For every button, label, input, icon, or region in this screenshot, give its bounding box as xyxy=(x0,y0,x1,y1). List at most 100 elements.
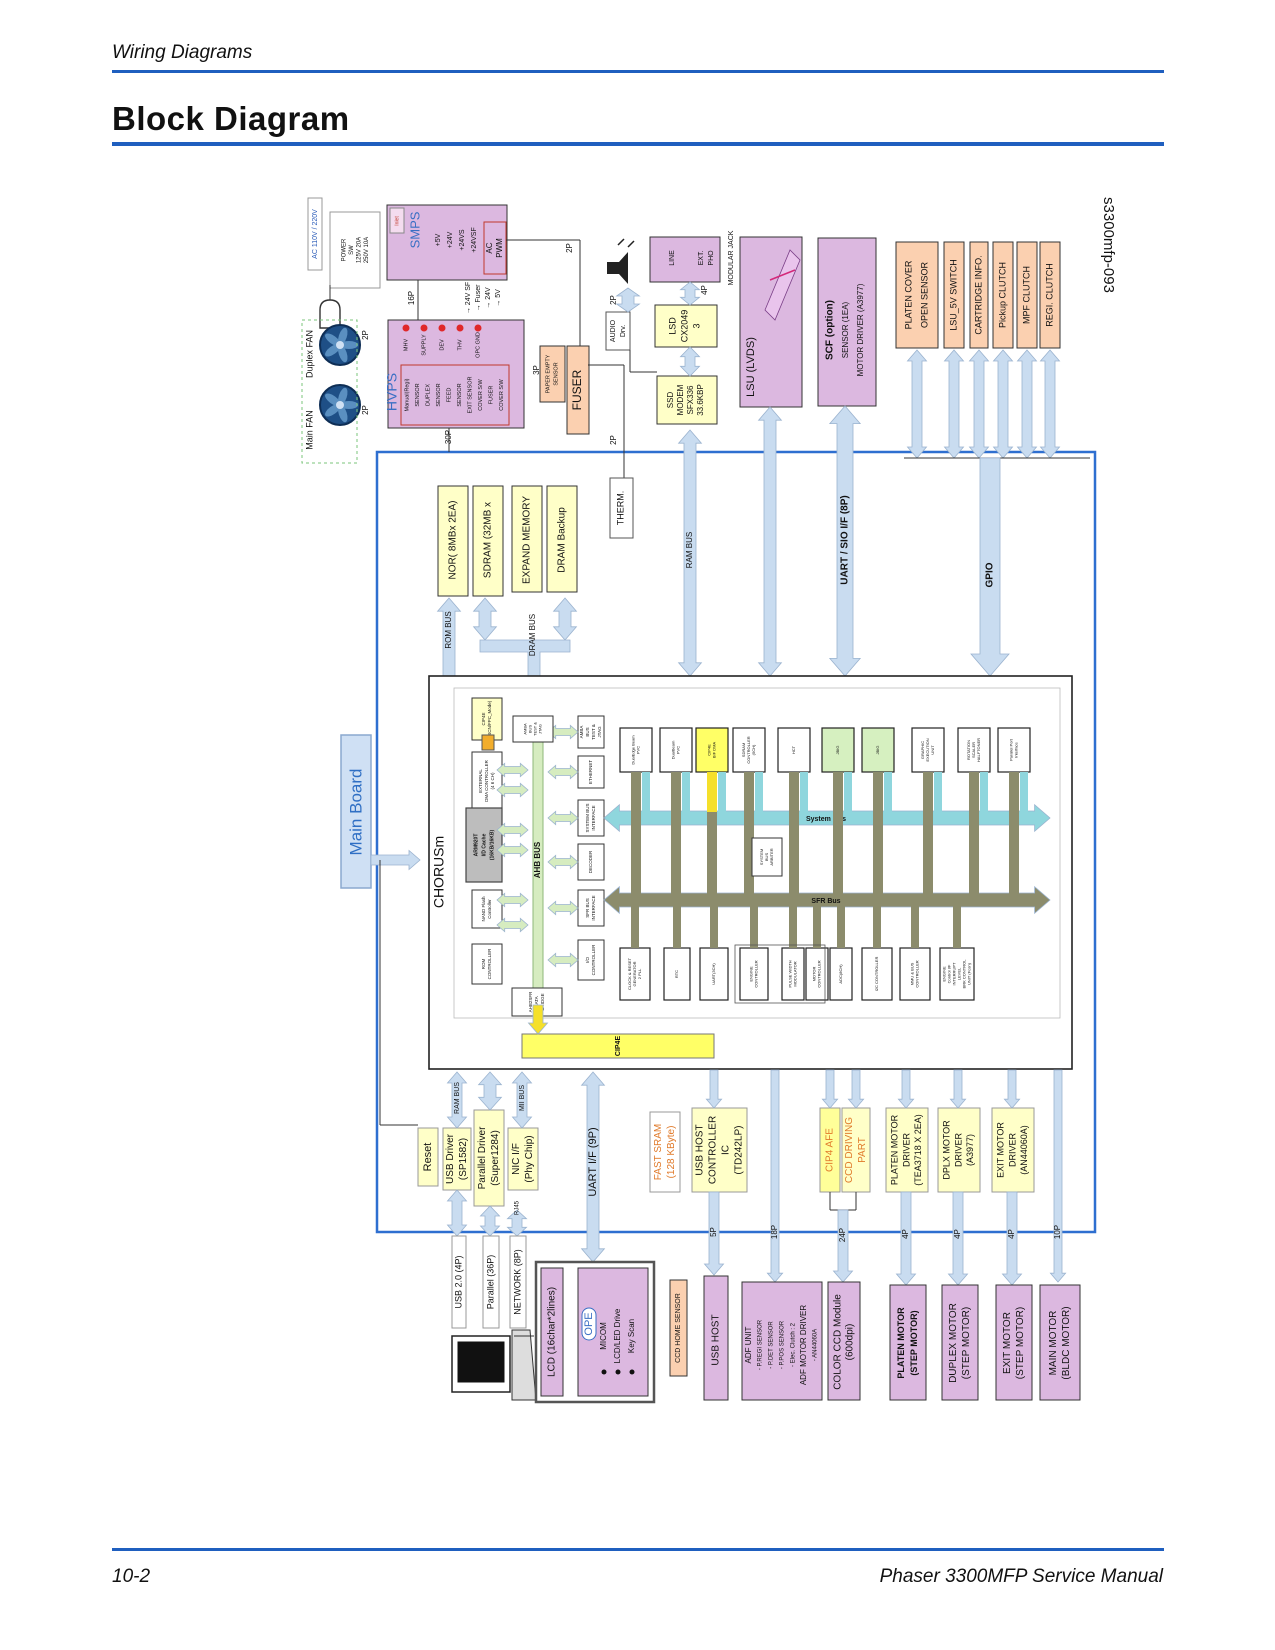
main-fan-icon-blade xyxy=(338,387,348,406)
chip-left-block xyxy=(471,889,503,929)
memory-label: EXPAND MEMORY xyxy=(522,496,533,584)
speaker-icon xyxy=(607,252,628,284)
modem-jack-block xyxy=(649,236,721,283)
smps-ac-pwm xyxy=(483,221,507,275)
board-peripheral-label: CCD DRIVING xyxy=(844,1117,855,1183)
board-peripheral-block xyxy=(841,1107,871,1193)
ahb-left-link-arrow xyxy=(496,782,529,798)
board-peripheral-label: USB Driver xyxy=(445,1133,456,1184)
chip-sfr-link xyxy=(744,772,754,894)
board-peripheral-block xyxy=(507,1127,539,1191)
chip-peripheral-label: INTERFACE xyxy=(591,805,596,830)
adf-arrow xyxy=(766,1069,784,1283)
chip-top-label: CIP4E xyxy=(707,744,712,756)
chip-top-label: BIF DMA xyxy=(712,742,717,759)
power-switch-box xyxy=(329,211,381,289)
arm-core-label: (16KB/16KB) xyxy=(489,830,495,861)
chip-bottom-label: BRK CONTROL xyxy=(962,959,967,989)
right-peripheral-block xyxy=(992,241,1014,349)
hvps-output-label: SUPPLY xyxy=(421,334,427,356)
manual-title: Phaser 3300MFP Service Manual xyxy=(879,1566,1163,1587)
arm-core-block xyxy=(465,807,503,883)
scf-title: SCF (option) xyxy=(825,300,836,360)
ram-bus2-arrow xyxy=(446,1071,468,1129)
motor-group-frame xyxy=(734,944,826,1004)
ahb-link-arrow xyxy=(547,854,579,870)
chip-left-label: DMA CONTROLLER xyxy=(484,759,489,802)
hvps-sensor-label: EXIT SENSOR xyxy=(467,377,473,414)
therm-label: THERM. xyxy=(615,491,625,526)
main-board-frame xyxy=(375,450,1097,1234)
audio-arrow xyxy=(615,287,641,313)
network-ext-conn xyxy=(509,1235,527,1329)
gpio-bus-arrow xyxy=(970,457,1010,677)
audio-driver-label: AUDIO xyxy=(610,319,617,342)
signal-icon xyxy=(617,238,635,248)
uart9-label: UART I/F (9P) xyxy=(587,1127,599,1196)
duplex-fan-icon-hub xyxy=(336,341,344,349)
board-peripheral-label: (AN44060A) xyxy=(1019,1125,1029,1175)
chip-left-label: NAND Flash xyxy=(481,896,486,922)
duplex-fan-icon-blade xyxy=(325,333,341,346)
main-board-label-box xyxy=(340,734,372,889)
motor-label: DUPLEX MOTOR xyxy=(948,1303,959,1383)
chip-peripheral-block xyxy=(577,889,605,927)
hvps-output-dot xyxy=(438,324,446,332)
amba-test-label: TEST & xyxy=(533,722,538,736)
ccd-home-label: CCD HOME SENSOR xyxy=(675,1293,682,1363)
chip-bottom-label: GENERATOR xyxy=(632,961,637,986)
chip-system-link xyxy=(884,772,892,812)
lsd-block xyxy=(654,304,718,348)
ccd-driving-arrow xyxy=(847,1069,865,1109)
chip-peripheral-label: JTAG xyxy=(597,726,602,738)
chip-sfr-link xyxy=(833,772,843,894)
paper-empty-label: PAPER EMPTY xyxy=(545,354,551,393)
chorus-label: CHORUSm xyxy=(431,836,447,908)
right-peripheral-label: MPF CLUTCH xyxy=(1021,266,1031,324)
chip-top-label: ROTATION xyxy=(966,740,971,760)
chip-bottom-label: INTERRUPT xyxy=(952,962,957,985)
scf-sensor-label: SENSOR (1EA) xyxy=(841,301,850,358)
ope-feature-label: LCD/LED Drive xyxy=(613,1308,622,1363)
uart-sio-bus-label: UART / SIO I/F (8P) xyxy=(840,495,851,584)
chip-peripheral-block xyxy=(577,799,605,837)
memory-block xyxy=(472,485,504,597)
ahb-left-link-arrow xyxy=(496,762,529,778)
chip-top-label: EXECUTION xyxy=(925,738,930,761)
ccd-module-label: COLOR CCD Module xyxy=(833,1294,844,1390)
motor-label: EXIT MOTOR xyxy=(1002,1312,1013,1374)
conn-24p-label: 24P xyxy=(838,1228,847,1242)
board-peripheral-label: USB HOST xyxy=(695,1124,706,1175)
chip-sfr-link xyxy=(707,772,717,894)
chip-sfr-link xyxy=(873,772,883,894)
right-peripheral-block xyxy=(969,241,989,349)
fan-conn-label: 2P xyxy=(361,330,370,340)
chip-peripheral-label: SFR BUS xyxy=(585,898,590,918)
chip-peripheral-block xyxy=(577,715,605,749)
usb-host-label: USB HOST xyxy=(711,1314,722,1365)
scf-block xyxy=(817,237,877,407)
chip-top-label: (5CH) xyxy=(751,744,756,755)
right-peripheral-block xyxy=(895,241,939,349)
chip-left-label: Controller xyxy=(487,899,492,919)
motor-conn-label: 4P xyxy=(1007,1229,1016,1239)
memory-block xyxy=(511,485,543,593)
smps-ac-pwm-label: AC xyxy=(485,242,494,253)
smps-output-label: +5V xyxy=(435,233,442,246)
motor-block xyxy=(889,1284,927,1401)
ope-badge xyxy=(581,1307,597,1341)
chip-left-label: ROM xyxy=(481,959,486,970)
motor-arrow xyxy=(947,1191,969,1286)
chip-system-link xyxy=(1020,772,1028,812)
lsu-bus-arrow xyxy=(757,406,783,677)
chip-bottom-label: MODULATOR xyxy=(793,961,798,986)
ssd-label: MODEM xyxy=(676,384,685,415)
parallel-bus-arrow xyxy=(477,1071,503,1111)
board-peripheral-label: DRIVER xyxy=(1007,1133,1017,1168)
chip-peripheral-label: INTERFACE xyxy=(591,895,596,920)
chip-top-label: SCALER xyxy=(971,742,976,758)
chip-system-link xyxy=(682,772,690,812)
motor-label: PLATEN MOTOR xyxy=(896,1307,906,1379)
chip-bottom-sfr-link xyxy=(911,906,919,948)
lsu-optics-icon xyxy=(764,249,801,321)
